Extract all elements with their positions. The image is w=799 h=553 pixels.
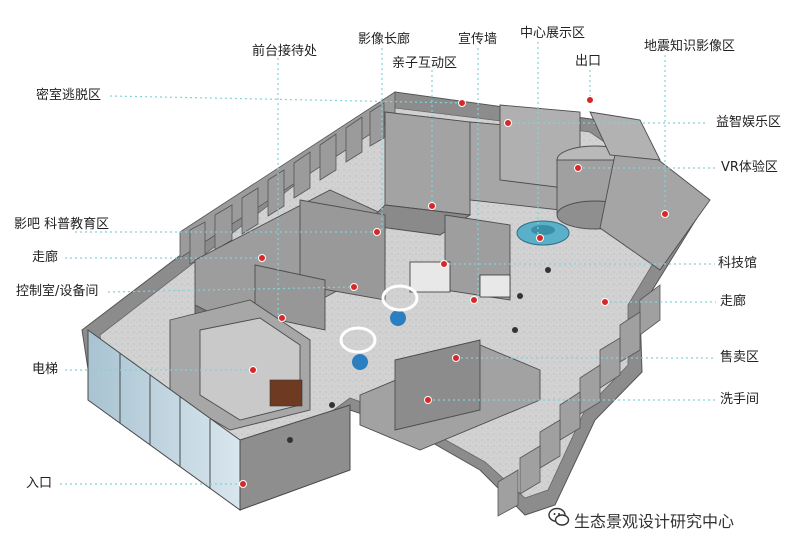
- label-vr-zone: VR体验区: [721, 160, 778, 175]
- marker-image-corridor: [373, 228, 381, 236]
- marker-reception: [278, 314, 286, 322]
- marker-elevator: [249, 366, 257, 374]
- label-entrance: 入口: [26, 476, 53, 491]
- red-markers: [239, 96, 669, 488]
- label-exit: 出口: [575, 54, 602, 69]
- marker-parent-child: [428, 202, 436, 210]
- marker-entrance: [239, 480, 247, 488]
- label-shop: 售卖区: [720, 350, 760, 365]
- label-reception: 前台接待处: [252, 44, 318, 59]
- label-parent-child: 亲子互动区: [392, 56, 458, 71]
- label-puzzle-fun: 益智娱乐区: [716, 115, 782, 130]
- label-corridor-left: 走廊: [32, 250, 59, 265]
- glass-facade: [87, 329, 351, 511]
- marker-exit: [586, 96, 594, 104]
- marker-corridor-right: [601, 298, 609, 306]
- wechat-icon: [548, 507, 570, 526]
- label-elevator: 电梯: [32, 362, 59, 377]
- marker-restroom: [424, 396, 432, 404]
- marker-shop: [452, 354, 460, 362]
- lower-right-walls: [497, 284, 661, 517]
- label-corridor-right: 走廊: [720, 294, 747, 309]
- marker-science: [440, 260, 448, 268]
- label-science-hall: 科技馆: [718, 256, 758, 271]
- callout-lines: [60, 42, 716, 485]
- label-promo-wall: 宣传墙: [458, 32, 498, 47]
- marker-control: [350, 283, 358, 291]
- label-center-display: 中心展示区: [520, 26, 586, 41]
- escape-room-walls: [179, 91, 396, 265]
- marker-vr: [574, 164, 582, 172]
- marker-quake: [661, 210, 669, 218]
- marker-corridor-left: [258, 254, 266, 262]
- marker-puzzle: [504, 119, 512, 127]
- label-cinema-edu: 影吧 科普教育区: [14, 217, 110, 232]
- marker-escape: [458, 99, 466, 107]
- highlight-rings: [339, 284, 419, 354]
- watermark-text: 生态景观设计研究中心: [574, 512, 735, 531]
- marker-center-display: [536, 234, 544, 242]
- label-image-corridor: 影像长廊: [358, 32, 411, 47]
- marker-promo-wall: [470, 296, 478, 304]
- label-quake-knowledge: 地震知识影像区: [644, 39, 736, 54]
- label-control-room: 控制室/设备间: [16, 284, 99, 299]
- label-restroom: 洗手间: [720, 392, 760, 407]
- label-escape-room: 密室逃脱区: [36, 88, 102, 103]
